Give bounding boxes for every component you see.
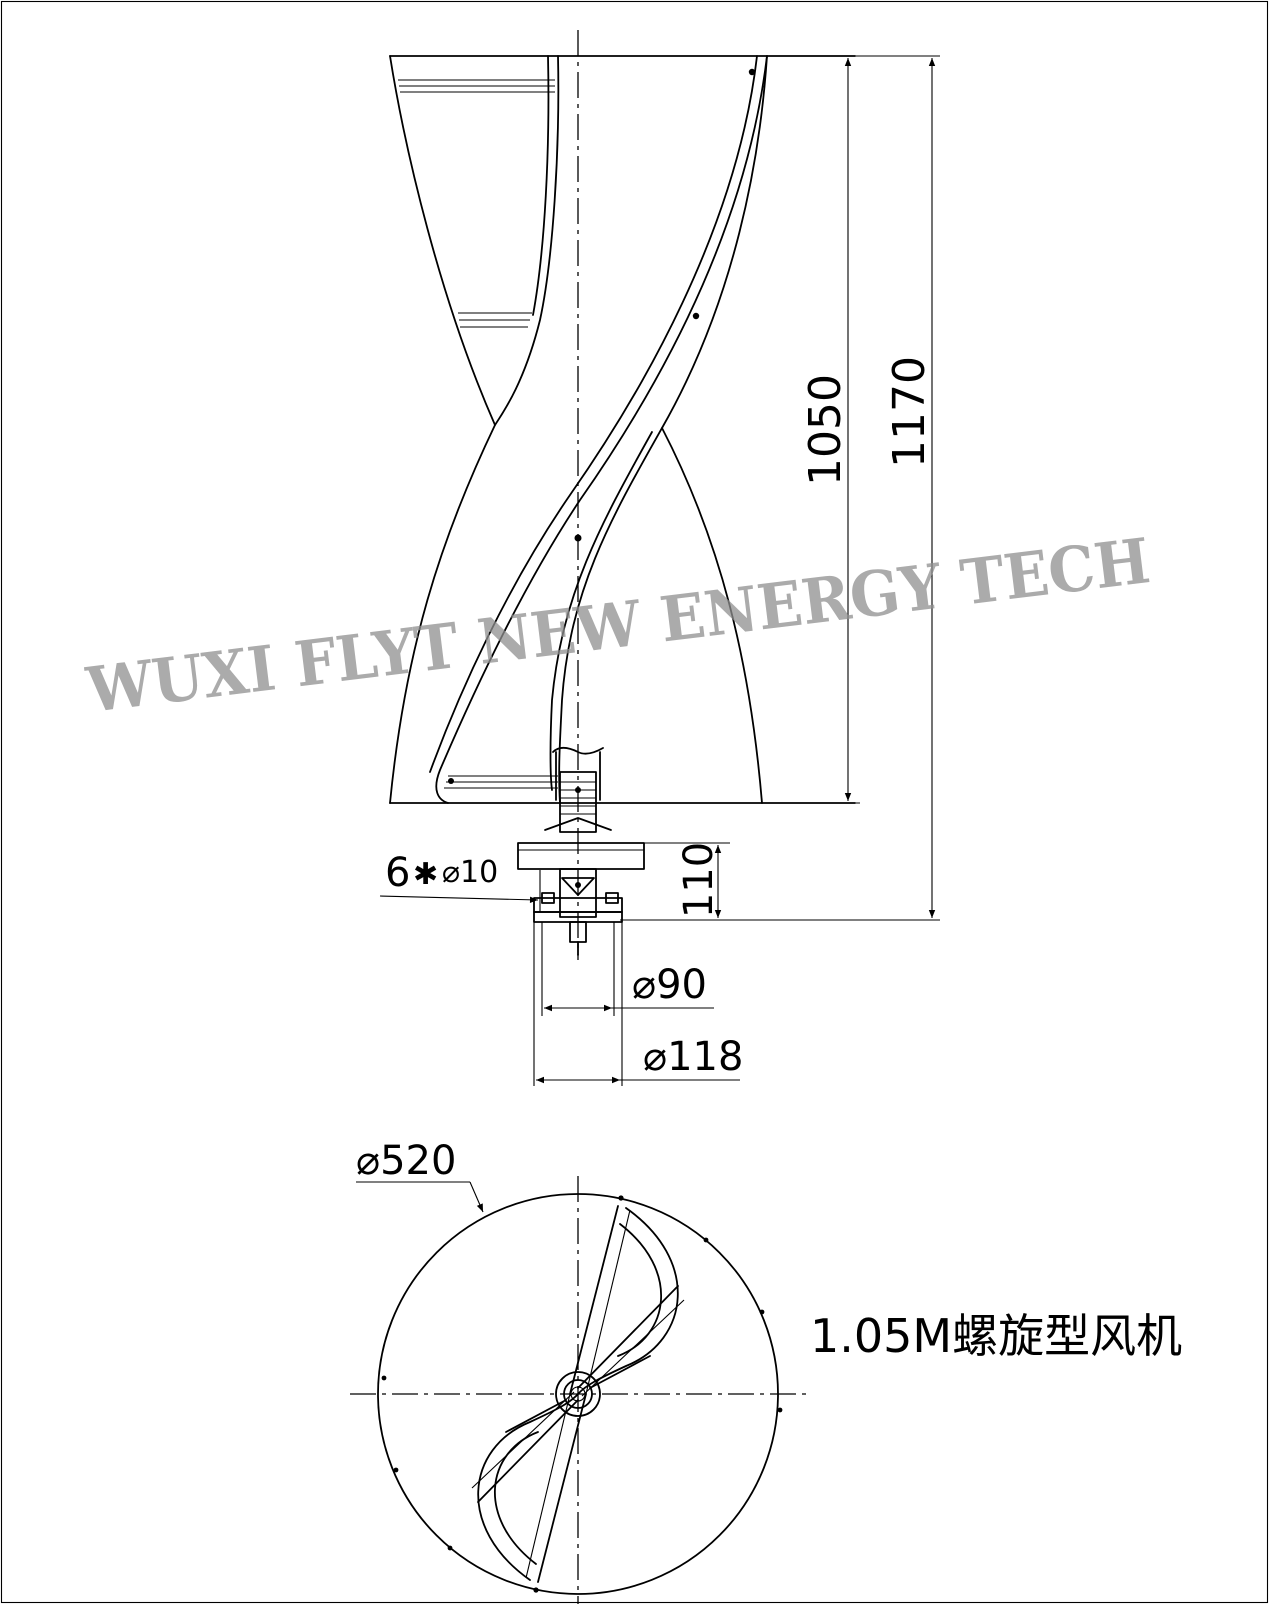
spoke	[477, 1399, 579, 1503]
dim-label-90: ⌀90	[632, 962, 707, 1008]
drawing-caption: 1.05M螺旋型风机	[810, 1309, 1182, 1363]
spoke	[589, 1355, 651, 1389]
blade-a-back	[429, 55, 758, 773]
top-hub-outer	[555, 1371, 601, 1417]
dim-label-110: 110	[676, 842, 722, 918]
top-view: ⌀520	[350, 1138, 806, 1604]
rivet	[393, 1467, 399, 1473]
rivet	[381, 1375, 387, 1381]
bolt-hole-diameter: ⌀10	[442, 855, 498, 890]
blade-b-front	[494, 55, 560, 426]
rivet	[447, 1545, 453, 1551]
blade-a-front	[435, 55, 768, 804]
rivet	[703, 1237, 709, 1243]
rivet	[748, 68, 756, 76]
rivet	[618, 1195, 624, 1201]
dim-label-1170: 1170	[884, 356, 935, 468]
bolt-hole-leader	[379, 895, 539, 903]
spoke	[577, 1285, 679, 1389]
hub-assembly	[517, 746, 645, 956]
spoke	[505, 1399, 567, 1433]
top-blade-upper-outer	[577, 1207, 679, 1395]
rivet	[448, 778, 454, 784]
spoke	[537, 1393, 587, 1583]
rotor-diameter-label: ⌀520	[356, 1138, 456, 1184]
spoke	[569, 1205, 619, 1395]
blade-left-outline	[389, 55, 496, 804]
top-blade-upper-inner	[617, 1223, 663, 1357]
rivet	[574, 534, 582, 542]
bolt-hole-separator: ✱	[413, 857, 438, 892]
rivet	[759, 1309, 765, 1315]
rivet	[777, 1407, 783, 1413]
blade-b-lower-inner	[549, 431, 653, 791]
dim-label-1050: 1050	[800, 374, 851, 486]
hub-flange	[517, 842, 645, 870]
side-view: 1050 1170 110 6 ✱ ⌀10 ⌀90 ⌀118	[379, 30, 940, 1086]
rivet	[533, 1587, 539, 1593]
dim-label-118: ⌀118	[643, 1034, 743, 1080]
top-blade-lower-outer	[477, 1393, 579, 1581]
blade-b-lower	[558, 427, 663, 804]
blade-right-outline	[661, 55, 768, 804]
top-blade-lower-inner	[493, 1431, 539, 1565]
top-hub-inner	[563, 1379, 593, 1409]
bolt-hole-count: 6	[385, 850, 410, 896]
watermark: WUXI FLYT NEW ENERGY TECH	[82, 524, 1154, 727]
rivet	[692, 312, 700, 320]
blade-b-inner	[532, 55, 550, 316]
